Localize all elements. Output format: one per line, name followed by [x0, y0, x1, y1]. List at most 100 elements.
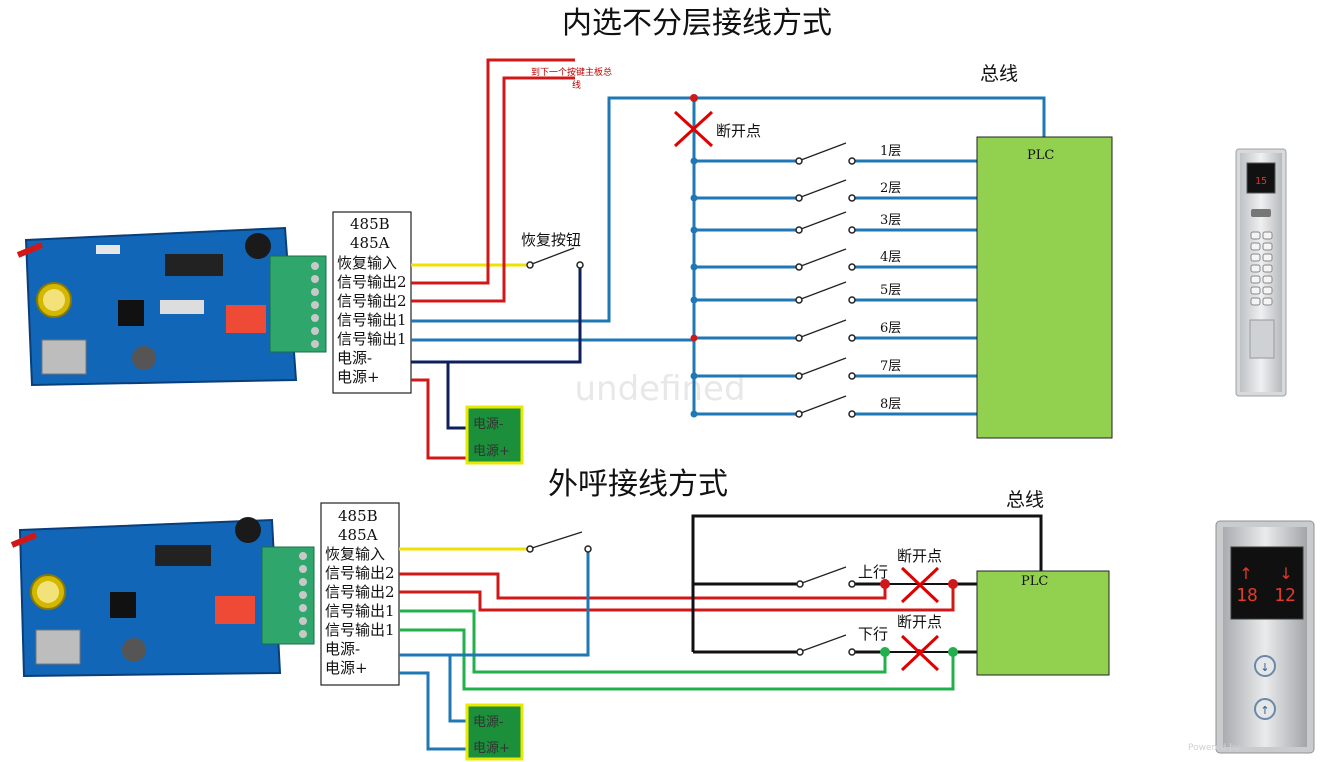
floor-switch-contact	[848, 263, 856, 271]
bottom-down-switch	[796, 634, 856, 656]
car-panel-keypad	[1250, 231, 1273, 306]
top-terminal-signal-out1-b: 信号输出1	[337, 330, 407, 348]
floor-label: 5层	[880, 283, 901, 298]
hall-down-button[interactable]	[1254, 655, 1276, 677]
top-wires	[411, 58, 1046, 460]
floor-label: 4层	[880, 250, 901, 265]
car-panel-floor-button[interactable]	[1250, 242, 1261, 251]
floor-label: 7层	[880, 359, 901, 374]
floor-switch-lever	[800, 319, 847, 338]
floor-junction-dot	[690, 334, 698, 342]
bottom-break-point-1: 断开点	[897, 547, 942, 565]
bottom-junction-dots	[880, 579, 958, 657]
top-reset-switch	[526, 247, 584, 269]
bottom-psu-pos: 电源+	[473, 741, 510, 756]
car-panel-floor-button[interactable]	[1250, 275, 1261, 284]
floor-junction-dot	[690, 157, 698, 165]
floor-switch-contact	[795, 194, 803, 202]
floor-switch-lever	[800, 179, 847, 198]
floor-switch-lever	[800, 211, 847, 230]
floor-junction-dot	[690, 194, 698, 202]
floor-switch-contact	[795, 410, 803, 418]
bottom-break-point-2: 断开点	[897, 613, 942, 631]
bottom-terminal-power-neg: 电源-	[325, 640, 360, 658]
hall-down-button-icon: ↓	[1260, 661, 1269, 674]
floor-switch-contact	[848, 226, 856, 234]
floor-junction-dot	[690, 410, 698, 418]
hall-up-button[interactable]	[1254, 698, 1276, 720]
bottom-terminal-signal-out1-b: 信号输出1	[325, 621, 395, 639]
floor-junction-dot	[690, 372, 698, 380]
bottom-title: 外呼接线方式	[548, 467, 728, 502]
car-panel-floor-button[interactable]	[1250, 231, 1261, 240]
bottom-plc-label: PLC	[1021, 574, 1048, 589]
top-break-cross	[673, 110, 714, 148]
car-panel-floor-button[interactable]	[1262, 242, 1273, 251]
bottom-break-cross-up	[900, 566, 940, 604]
floor-switch-contact	[795, 372, 803, 380]
bottom-down-label: 下行	[858, 625, 888, 643]
car-panel-floor-button[interactable]	[1250, 253, 1261, 262]
car-panel-floor-button[interactable]	[1262, 286, 1273, 295]
car-panel-floor-button[interactable]	[1262, 264, 1273, 273]
bottom-terminal-reset-input: 恢复输入	[325, 545, 385, 563]
floor-switch-lever	[800, 248, 847, 267]
top-terminal-power-pos: 电源+	[337, 368, 380, 386]
top-psu-pos: 电源+	[473, 444, 510, 459]
circuit-board-top	[16, 226, 327, 387]
floor-switch-lever	[800, 357, 847, 376]
bottom-terminal-485a: 485A	[338, 526, 378, 544]
floor-switch-contact	[795, 226, 803, 234]
floor-junction-dot	[690, 296, 698, 304]
car-panel-floor-button[interactable]	[1262, 231, 1273, 240]
top-terminal-485b: 485B	[350, 215, 390, 233]
car-panel-floor-button[interactable]	[1250, 264, 1261, 273]
circuit-board-bottom	[10, 517, 315, 678]
car-panel-floor-button[interactable]	[1250, 297, 1261, 306]
floor-switch-contact	[848, 157, 856, 165]
hall-up-arrow: ↑	[1239, 564, 1252, 583]
floor-label: 1层	[880, 144, 901, 159]
bottom-psu	[465, 703, 524, 761]
top-psu	[465, 405, 524, 465]
floor-switch-contact	[848, 372, 856, 380]
top-terminal-signal-out2-b: 信号输出2	[337, 292, 407, 310]
car-operating-panel: 15	[1235, 148, 1287, 397]
bottom-reset-switch	[526, 531, 592, 553]
top-break-point-label: 断开点	[716, 122, 761, 140]
bottom-terminal-485b: 485B	[338, 507, 378, 525]
bottom-wires	[399, 514, 1043, 751]
terminal-box-top	[332, 211, 412, 394]
floor-switch-lever	[800, 395, 847, 414]
floor-label: 2层	[880, 181, 901, 196]
floor-label: 3层	[880, 213, 901, 228]
floor-label: 6层	[880, 321, 901, 336]
floor-switch-contact	[795, 334, 803, 342]
car-panel-floor-button[interactable]	[1262, 275, 1273, 284]
terminal-box-bottom	[320, 502, 400, 686]
floor-switch-contact	[848, 334, 856, 342]
top-psu-neg: 电源-	[473, 417, 503, 432]
top-bus-label: 总线	[980, 63, 1018, 85]
top-terminal-power-neg: 电源-	[337, 349, 372, 367]
top-terminal-signal-out1-a: 信号输出1	[337, 311, 407, 329]
top-next-board-note-1: 到下一个按键主板总	[531, 66, 612, 78]
floor-switch-contact	[848, 410, 856, 418]
car-panel-floor-button[interactable]	[1262, 297, 1273, 306]
floor-switch-contact	[795, 157, 803, 165]
hall-right-number: 12	[1274, 585, 1296, 606]
car-panel-floor-button[interactable]	[1250, 286, 1261, 295]
top-next-board-note-2: 线	[572, 79, 581, 91]
bottom-terminal-signal-out2-a: 信号输出2	[325, 564, 395, 582]
floor-switch-contact	[795, 263, 803, 271]
top-plc-block	[976, 136, 1113, 439]
hall-down-arrow: ↓	[1279, 564, 1292, 583]
bottom-bus-label: 总线	[1006, 489, 1044, 511]
top-terminal-reset-input: 恢复输入	[337, 254, 397, 272]
bottom-terminal-signal-out1-a: 信号输出1	[325, 602, 395, 620]
car-panel-floor-button[interactable]	[1262, 253, 1273, 262]
floor-switch-lever	[800, 142, 847, 161]
bottom-terminal-signal-out2-b: 信号输出2	[325, 583, 395, 601]
